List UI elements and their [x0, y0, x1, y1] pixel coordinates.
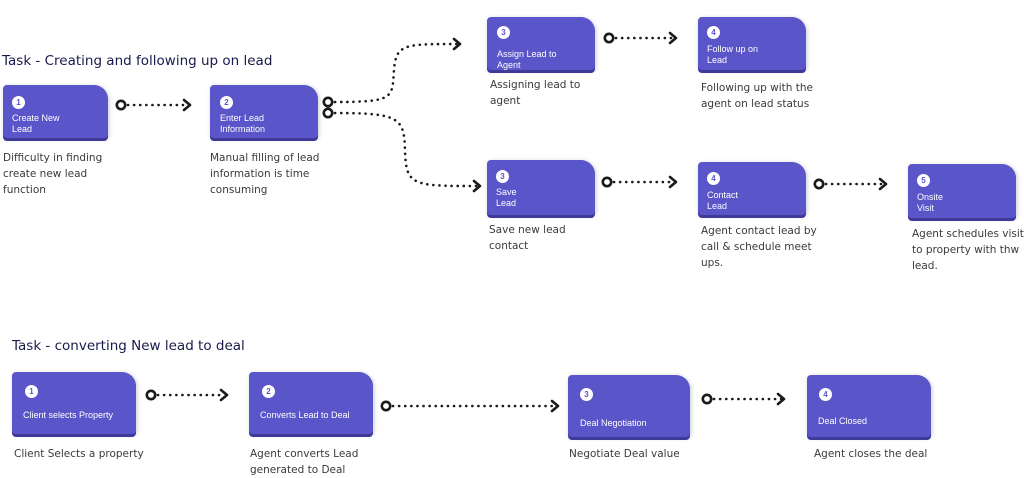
step-number-badge: 4 — [707, 26, 720, 39]
step-label: Deal Closed — [818, 416, 868, 426]
step-number-badge: 4 — [819, 388, 832, 401]
connector-create-to-enter — [115, 98, 192, 112]
step-label: Follow up on Lead — [707, 44, 759, 65]
step-number-badge: 1 — [12, 96, 25, 109]
step-client-selects-property[interactable]: 1 Client selects Property — [12, 372, 136, 434]
step-label: Assign Lead to Agent — [497, 49, 557, 70]
connector-enter-to-save — [322, 107, 482, 193]
step-description: Assigning lead to agent — [490, 79, 581, 107]
step-label: Contact Lead — [707, 190, 739, 211]
step-assign-lead-to-agent[interactable]: 3 Assign Lead to Agent — [487, 17, 595, 70]
step-description: Manual filling of lead information is ti… — [210, 152, 320, 196]
step-label: Enter Lead Information — [220, 113, 266, 134]
step-label: Converts Lead to Deal — [260, 410, 350, 420]
flow2-title: Task - converting New lead to deal — [12, 338, 245, 354]
connector-enter-to-assign — [322, 37, 462, 108]
step-description: Agent schedules visit to property with t… — [912, 228, 1024, 272]
step-enter-lead-information[interactable]: 2 Enter Lead Information — [210, 85, 318, 138]
step-description: Negotiate Deal value — [569, 448, 680, 460]
connector-save-to-contact — [601, 175, 678, 189]
step-number-badge: 4 — [707, 172, 720, 185]
step-number-badge: 3 — [497, 26, 510, 39]
step-follow-up-on-lead[interactable]: 4 Follow up on Lead — [698, 17, 806, 70]
step-label: Save Lead — [496, 187, 517, 208]
connector-negotiation-to-closed — [701, 392, 786, 406]
connector-convert-to-negotiation — [380, 399, 560, 413]
step-description: Agent contact lead by call & schedule me… — [701, 225, 817, 269]
step-number-badge: 3 — [496, 170, 509, 183]
step-number-badge: 5 — [917, 174, 930, 187]
step-deal-negotiation[interactable]: 3 Deal Negotiation — [568, 375, 690, 437]
step-number-badge: 1 — [25, 385, 38, 398]
step-label: Onsite Visit — [917, 192, 944, 213]
step-description: Agent closes the deal — [814, 448, 928, 460]
connector-assign-to-follow — [603, 31, 678, 45]
step-converts-lead-to-deal[interactable]: 2 Converts Lead to Deal — [249, 372, 373, 434]
step-number-badge: 2 — [262, 385, 275, 398]
flow1-title: Task - Creating and following up on lead — [2, 53, 273, 69]
step-save-lead[interactable]: 3 Save Lead — [487, 160, 595, 215]
connector-client-to-convert — [145, 388, 229, 402]
step-description: Agent converts Lead generated to Deal — [250, 448, 359, 476]
step-onsite-visit[interactable]: 5 Onsite Visit — [908, 164, 1016, 218]
step-description: Client Selects a property — [14, 448, 144, 460]
step-description: Save new lead contact — [489, 224, 566, 252]
step-create-new-lead[interactable]: 1 Create New Lead — [3, 85, 108, 138]
step-number-badge: 2 — [220, 96, 233, 109]
step-number-badge: 3 — [580, 388, 593, 401]
step-deal-closed[interactable]: 4 Deal Closed — [807, 375, 931, 437]
step-label: Create New Lead — [12, 113, 60, 134]
step-description: Following up with the agent on lead stat… — [701, 82, 814, 110]
connector-contact-to-onsite — [813, 177, 888, 191]
step-label: Client selects Property — [23, 410, 114, 420]
step-description: Difficulty in finding create new lead fu… — [3, 152, 103, 196]
step-label: Deal Negotiation — [580, 418, 647, 428]
step-contact-lead[interactable]: 4 Contact Lead — [698, 162, 806, 215]
